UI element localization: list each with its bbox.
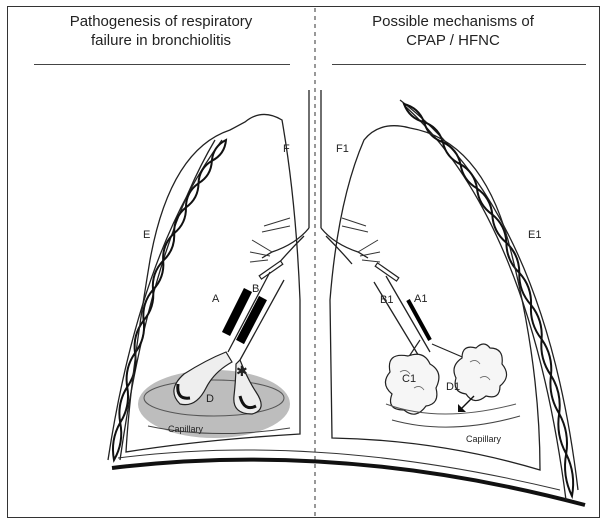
label-D: D bbox=[206, 393, 214, 405]
right-bronchioles-upper bbox=[342, 218, 380, 262]
trachea bbox=[309, 90, 321, 228]
left-bronchioles-upper bbox=[250, 218, 290, 262]
left-airway-marker bbox=[259, 261, 283, 279]
right-alveolus-d1 bbox=[454, 344, 507, 401]
asterisk-marker: ✱ bbox=[236, 363, 248, 379]
rib-segment bbox=[519, 273, 531, 305]
rib-segment bbox=[404, 104, 424, 122]
rib-segment bbox=[550, 375, 559, 413]
label-E1: E1 bbox=[528, 229, 541, 241]
diaphragm bbox=[112, 460, 585, 505]
label-B1: B1 bbox=[380, 294, 393, 306]
right-airway-tube bbox=[374, 276, 430, 358]
rib-segment bbox=[558, 414, 567, 454]
right-capillary-line bbox=[392, 416, 520, 427]
label-C1: C1 bbox=[402, 373, 416, 385]
rib-segment bbox=[565, 454, 573, 496]
label-D1: D1 bbox=[446, 381, 460, 393]
label-F: F bbox=[283, 143, 290, 155]
label-capillary-right: Capillary bbox=[466, 434, 502, 444]
fluid-arrow bbox=[460, 396, 474, 410]
label-A: A bbox=[212, 293, 220, 305]
label-B: B bbox=[252, 283, 259, 295]
label-A1: A1 bbox=[414, 293, 427, 305]
label-capillary-left: Capillary bbox=[168, 424, 204, 434]
label-E: E bbox=[143, 229, 150, 241]
label-F1: F1 bbox=[336, 143, 349, 155]
right-lung-outline bbox=[330, 126, 540, 470]
rib-segment bbox=[113, 423, 121, 460]
